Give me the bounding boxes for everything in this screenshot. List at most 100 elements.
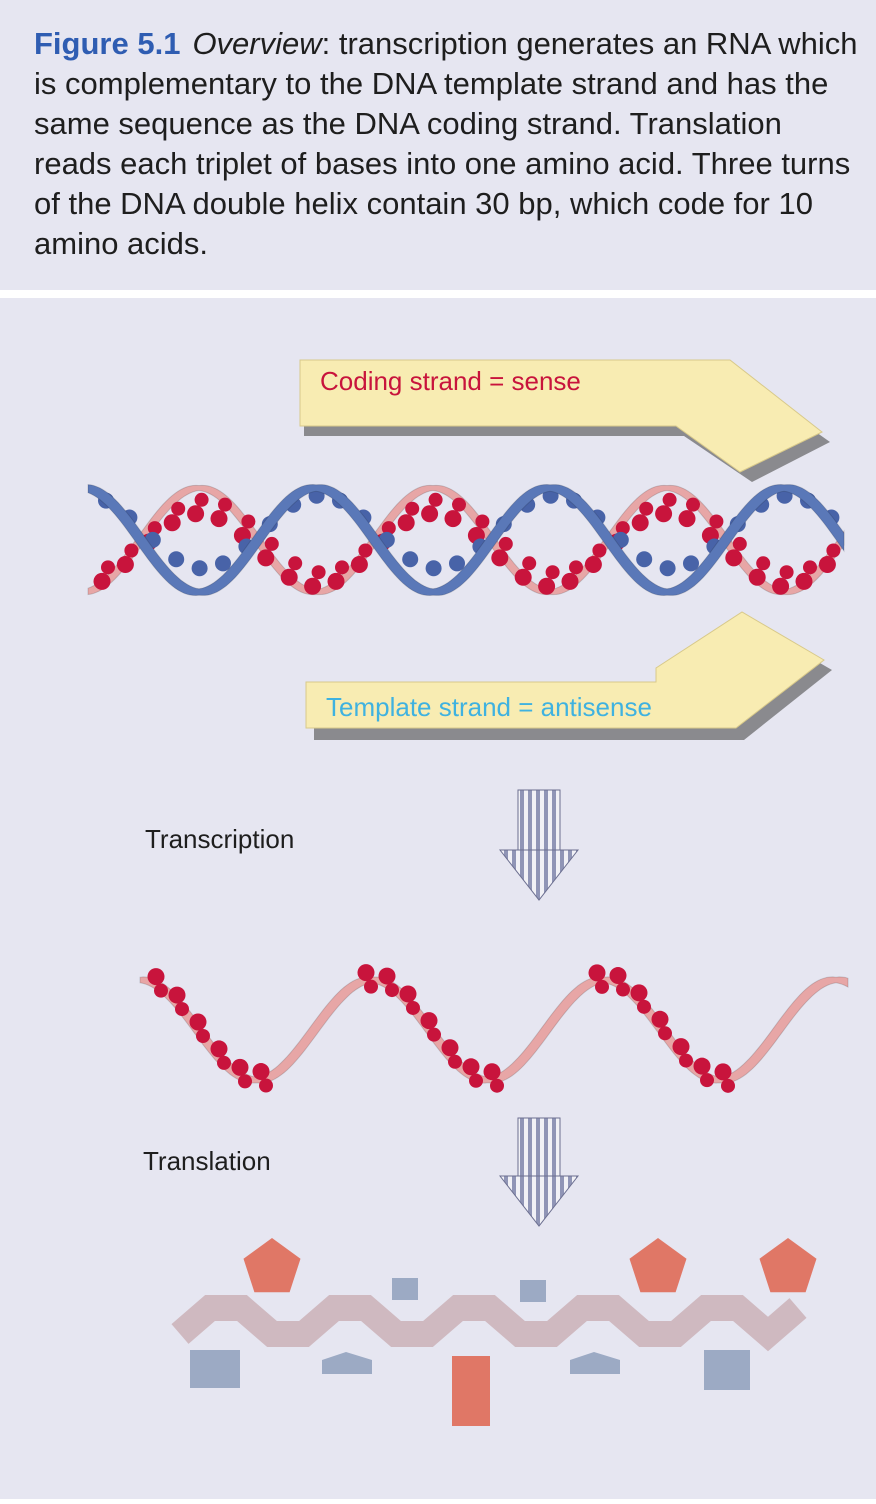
dna-base-red [514,568,532,586]
dna-base-red [116,555,134,573]
dna-base-red [335,560,349,575]
rna-base [210,1040,228,1058]
rna-base [420,1012,438,1030]
side-chain-square [190,1350,240,1388]
dna-base-red [280,568,298,586]
dna-base-red [522,556,537,571]
dna-base-red [218,497,232,512]
translation-arrow-icon [498,1117,580,1227]
dna-base-red [101,560,115,575]
rna-base [385,983,399,998]
caption-body: : transcription generates an RNA which i… [34,26,858,261]
dna-base-red [187,505,205,523]
dna-base-red [397,514,415,532]
dna-base-red [93,572,111,590]
rna-base [693,1057,711,1075]
coding-strand-label: Coding strand = sense [320,366,581,396]
dna-base-red [678,510,696,528]
dna-base-blue [449,555,465,572]
dna-base-red [561,572,579,590]
dna-base-red [538,577,556,595]
rna-base [448,1054,462,1069]
side-chain-pentagon [629,1238,687,1293]
dna-base-red [639,501,654,516]
dna-base-blue [636,551,653,568]
figure-caption-box: Figure 5.1 Overview: transcription genera… [0,0,876,290]
dna-base-red [444,510,462,528]
dna-base-red [662,492,677,507]
figure-label: Figure 5.1 [34,26,181,61]
side-chain-pentagon [759,1238,817,1293]
dna-base-red [210,510,228,528]
rna-base [154,983,168,998]
rna-base [595,979,609,994]
rna-base [679,1053,693,1068]
dna-base-blue [215,555,231,572]
dna-base-red [428,492,443,507]
peptide-backbone [171,1295,807,1352]
rna-base [714,1063,732,1081]
dna-base-red [803,560,817,575]
translation-label: Translation [143,1146,271,1176]
dna-base-red [241,514,256,529]
rna-base [462,1058,480,1076]
template-strand-arrow: Template strand = antisense [305,611,832,740]
dna-base-blue [659,560,676,577]
dna-base-red [311,565,326,580]
side-chain-square [704,1350,750,1390]
dna-base-red [709,514,724,529]
figure-caption: Figure 5.1 Overview: transcription genera… [34,24,864,264]
dna-base-red [421,505,439,523]
dna-base-red [779,565,794,580]
dna-base-blue [402,551,419,568]
template-strand-label: Template strand = antisense [326,692,652,722]
dna-base-red [475,514,490,529]
dna-base-red [615,521,630,536]
diagram-panel: Coding strand = sense Template strand = … [0,298,876,1499]
transcription-arrow-icon [498,789,580,901]
dna-base-red [350,555,368,573]
rna-base [217,1055,231,1070]
dna-base-red [545,565,560,580]
dna-base-red [584,555,602,573]
dna-base-blue [191,560,208,577]
rna-base [588,964,606,982]
template-strand-ribbon [87,483,845,597]
dna-base-blue [425,560,442,577]
dna-base-red [818,555,836,573]
dna-base-red [592,543,607,558]
dna-base-blue [683,555,699,572]
rna-base [231,1058,249,1076]
rna-base [238,1074,252,1089]
side-chain-pentagon [243,1238,301,1293]
rna-base [252,1063,270,1081]
caption-lead: Overview [192,26,322,61]
dna-base-red [264,536,279,551]
rna-base [357,964,375,982]
dna-base-red [756,556,771,571]
transcription-label: Transcription [145,824,294,854]
rna-base [672,1038,690,1056]
dna-base-red [452,497,466,512]
rna-base [175,1002,189,1017]
dna-base-red [655,505,673,523]
rna-base [441,1039,459,1057]
rna-base [616,982,630,997]
side-chain-rectangle [452,1356,490,1426]
rna-base [630,984,648,1002]
rna-base [651,1010,669,1028]
rna-base [427,1027,441,1042]
dna-double-helix [87,483,845,597]
rna-base [196,1029,210,1043]
dna-base-red [358,543,373,558]
rna-base [189,1013,207,1031]
rna-base [259,1078,273,1093]
dna-base-red [147,521,162,536]
dna-base-red [748,568,766,586]
mrna-strand [139,964,849,1093]
rna-base [721,1078,735,1093]
dna-base-red [498,536,513,551]
dna-base-blue [168,551,185,568]
dna-base-red [732,536,747,551]
rna-base [406,1000,420,1015]
